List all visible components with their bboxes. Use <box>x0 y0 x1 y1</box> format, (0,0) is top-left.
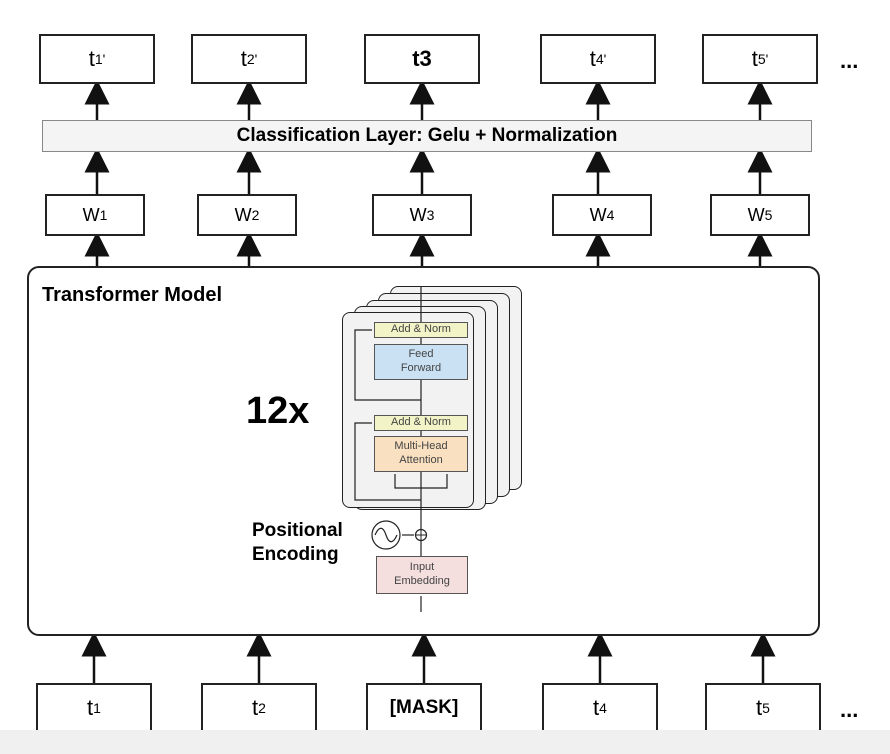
transformer-model-title: Transformer Model <box>42 284 223 306</box>
input-token-1-sub: 1 <box>93 700 101 716</box>
multi-head-attention-block: Multi-Head Attention <box>374 436 468 472</box>
weight-1-base: W <box>82 204 100 225</box>
input-token-mask: [MASK] <box>366 683 482 733</box>
output-token-1-sub: 1' <box>94 51 106 67</box>
input-token-2-base: t <box>252 695 259 720</box>
output-token-2-base: t <box>240 46 247 71</box>
repeat-count-label: 12x <box>246 390 310 432</box>
output-ellipsis: ... <box>840 48 859 73</box>
feed-forward-block: Feed Forward <box>374 344 468 380</box>
bottom-strip <box>0 730 890 754</box>
input-token-mask-base: [MASK] <box>389 697 459 718</box>
weight-1-sub: 1 <box>99 207 108 223</box>
weight-2-base: W <box>234 204 252 225</box>
input-token-4-base: t <box>593 695 600 720</box>
input-token-5-base: t <box>756 695 763 720</box>
weight-3-sub: 3 <box>426 207 435 223</box>
weight-3-base: W <box>409 204 427 225</box>
add-norm-bottom: Add & Norm <box>374 415 468 431</box>
add-norm-top: Add & Norm <box>374 322 468 338</box>
layer-card-front <box>342 312 474 508</box>
input-token-4-sub: 4 <box>599 700 607 716</box>
output-token-5-sub: 5' <box>757 51 769 67</box>
positional-encoding-label: Positional Encoding <box>252 520 343 566</box>
input-token-5-sub: 5 <box>762 700 770 716</box>
input-token-1-base: t <box>87 695 94 720</box>
input-token-2-sub: 2 <box>258 700 266 716</box>
input-ellipsis: ... <box>840 697 859 722</box>
weight-4-base: W <box>589 204 607 225</box>
weight-5-sub: 5 <box>764 207 773 223</box>
output-token-4-base: t <box>589 46 596 71</box>
output-token-1-base: t <box>88 46 95 71</box>
weight-2-sub: 2 <box>251 207 260 223</box>
output-token-3-base: t3 <box>412 46 432 71</box>
output-token-2-sub: 2' <box>246 51 258 67</box>
weight-5-base: W <box>747 204 765 225</box>
output-token-3: t3 <box>364 34 480 84</box>
output-token-4-sub: 4' <box>595 51 607 67</box>
output-token-5-base: t <box>751 46 758 71</box>
input-embedding-block: Input Embedding <box>376 556 468 594</box>
classification-layer: Classification Layer: Gelu + Normalizati… <box>42 120 812 152</box>
weight-4-sub: 4 <box>606 207 615 223</box>
